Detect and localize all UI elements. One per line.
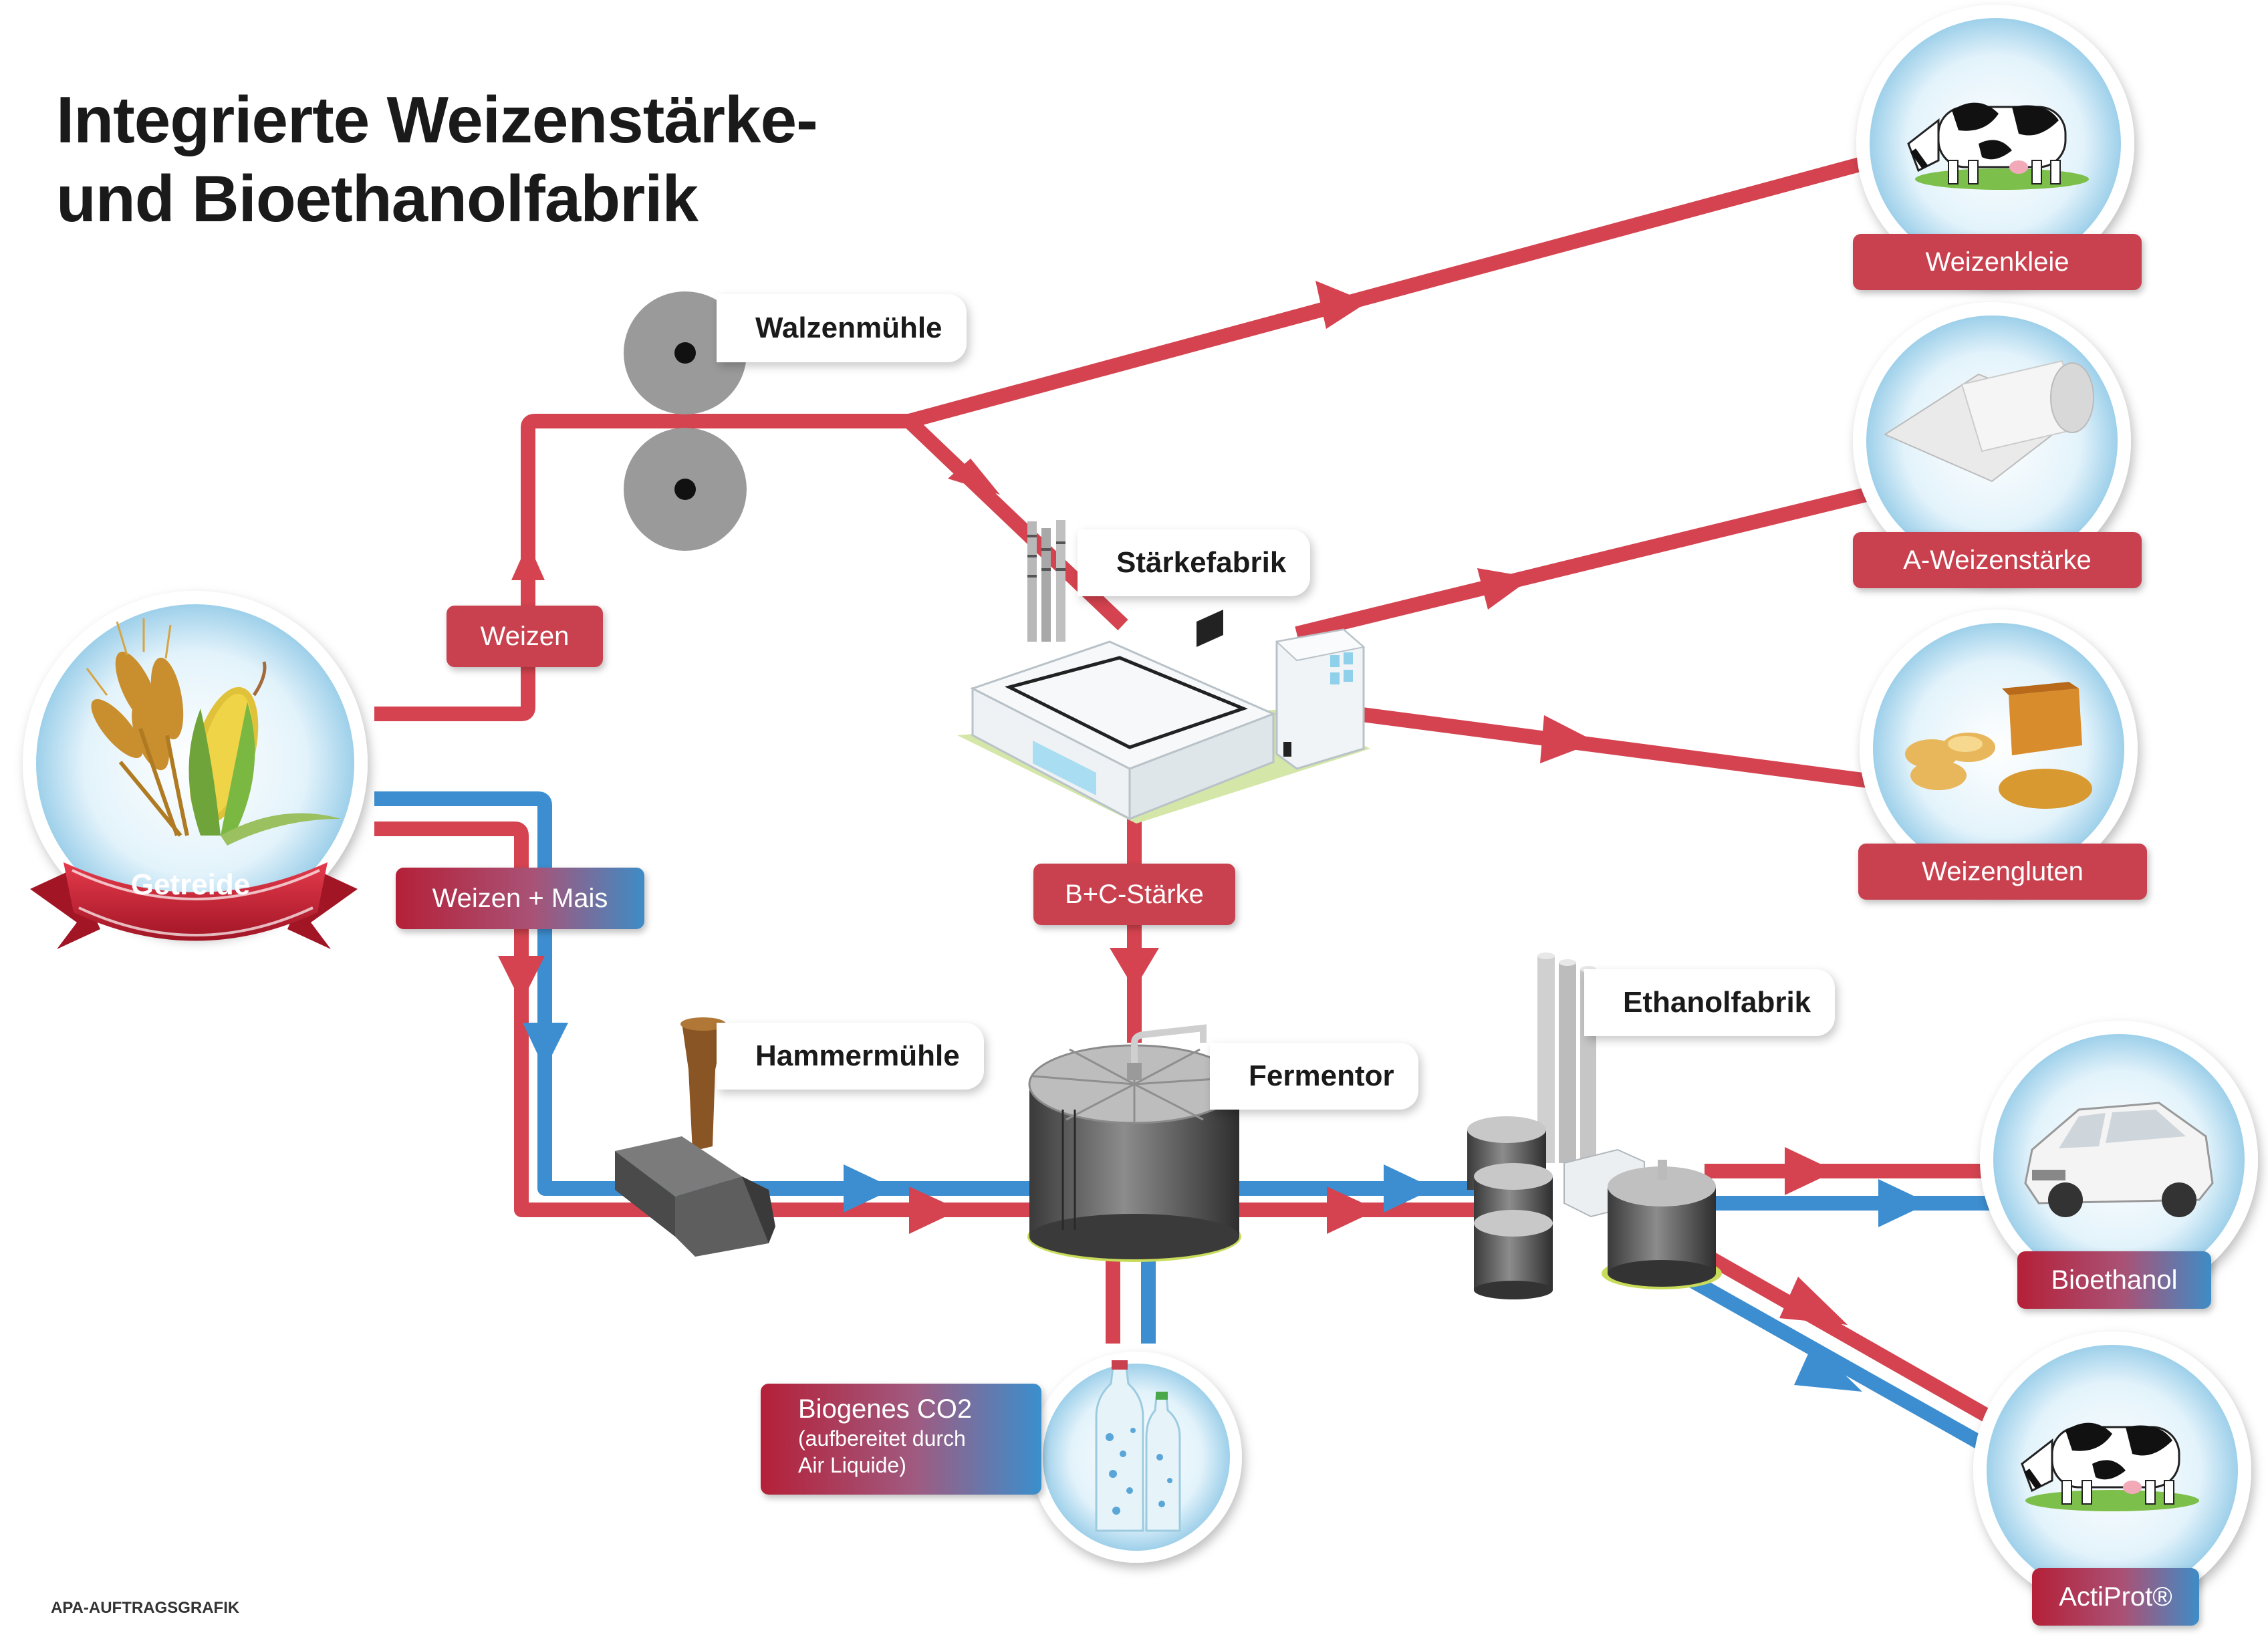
arrow-staerkefabrik — [948, 459, 1000, 495]
pipe-weizen-mais-blue — [374, 791, 1043, 1196]
staerkefabrik-label: Stärkefabrik — [1116, 546, 1287, 579]
flow-arrows — [498, 281, 1929, 1392]
arrow-weizengluten — [1540, 715, 1596, 763]
staerkefabrik-building — [957, 520, 1370, 824]
pipe-weizen-mais-red — [374, 821, 1043, 1217]
walzenmuehle-rollers — [624, 291, 747, 551]
co2-line-3: Air Liquide) — [798, 1453, 906, 1477]
arrow-blue-1 — [844, 1164, 894, 1213]
arrow-down-blue — [523, 1023, 568, 1069]
staerkefabrik-callout: Stärkefabrik — [1078, 529, 1311, 596]
arrow-bioethanol-blue — [1878, 1179, 1929, 1227]
arrow-red-1 — [909, 1186, 960, 1234]
arrow-bc-staerke — [1110, 948, 1159, 989]
arrow-down-red — [498, 956, 545, 1003]
pipe-actiprot-blue — [1687, 1273, 1986, 1450]
weizen-tag: Weizen — [447, 606, 603, 667]
co2-line-2: (aufbereitet durch — [798, 1426, 966, 1450]
credit-line: APA-AUFTRAGSGRAFIK — [51, 1599, 240, 1617]
co2-tag: Biogenes CO2 (aufbereitet durch Air Liqu… — [761, 1384, 1041, 1495]
arrow-actiprot-blue — [1794, 1344, 1862, 1392]
bc-staerke-tag: B+C-Stärke — [1033, 864, 1235, 925]
weizen-mais-tag: Weizen + Mais — [396, 868, 644, 929]
arrow-weizenkleie — [1315, 281, 1368, 329]
co2-line-1: Biogenes CO2 — [798, 1394, 973, 1424]
cow-icon-weizenkleie — [1907, 102, 2089, 190]
arrow-up-weizen — [511, 543, 545, 580]
weizenkleie-tag: Weizenkleie — [1853, 234, 2142, 290]
arrow-actiprot-red — [1779, 1277, 1848, 1325]
walzenmuehle-callout: Walzenmühle — [717, 294, 967, 362]
arrow-blue-2 — [1384, 1164, 1434, 1213]
ethanol-small-tanks — [1467, 1116, 1553, 1299]
bread-icon — [1905, 682, 2092, 809]
pipe-a-weizenstaerke — [1295, 486, 1874, 641]
actiprot-tag: ActiProt® — [2032, 1568, 2199, 1626]
walzenmuehle-label: Walzenmühle — [755, 311, 942, 344]
hammermuehle-machine — [615, 1017, 775, 1257]
getreide-ribbon — [30, 862, 358, 949]
car-icon — [2024, 1102, 2214, 1217]
arrow-a-weizenstaerke — [1477, 568, 1532, 610]
bioethanol-tag: Bioethanol — [2017, 1251, 2211, 1309]
a-weizenstaerke-tag: A-Weizenstärke — [1853, 532, 2142, 588]
pipe-weizenkleie — [907, 156, 1864, 428]
fermentor-label: Fermentor — [1249, 1059, 1394, 1092]
arrow-red-2 — [1327, 1186, 1378, 1234]
pipe-weizengluten — [1356, 707, 1880, 789]
hammermuehle-label: Hammermühle — [755, 1039, 960, 1072]
weizengluten-tag: Weizengluten — [1858, 844, 2147, 900]
arrow-bioethanol-red — [1785, 1147, 1836, 1195]
pipe-actiprot-red — [1704, 1250, 1999, 1427]
getreide-label: Getreide — [131, 868, 251, 901]
wheat-corn-icon — [86, 618, 341, 846]
ethanolfabrik-plant — [1467, 953, 1722, 1299]
ethanolfabrik-label: Ethanolfabrik — [1623, 986, 1811, 1019]
paper-roll-icon — [1883, 360, 2094, 483]
fermentor-tank — [1027, 1024, 1241, 1262]
page-title: Integrierte Weizenstärke- und Bioethanol… — [56, 80, 818, 238]
hammermuehle-callout: Hammermühle — [717, 1023, 984, 1090]
title-line-1: Integrierte Weizenstärke- — [56, 83, 818, 156]
title-line-2: und Bioethanolfabrik — [56, 162, 699, 235]
cow-icon-actiprot — [2021, 1422, 2199, 1511]
fermentor-callout: Fermentor — [1210, 1043, 1418, 1110]
bottles-icon — [1095, 1360, 1181, 1532]
ethanolfabrik-callout: Ethanolfabrik — [1584, 969, 1836, 1036]
